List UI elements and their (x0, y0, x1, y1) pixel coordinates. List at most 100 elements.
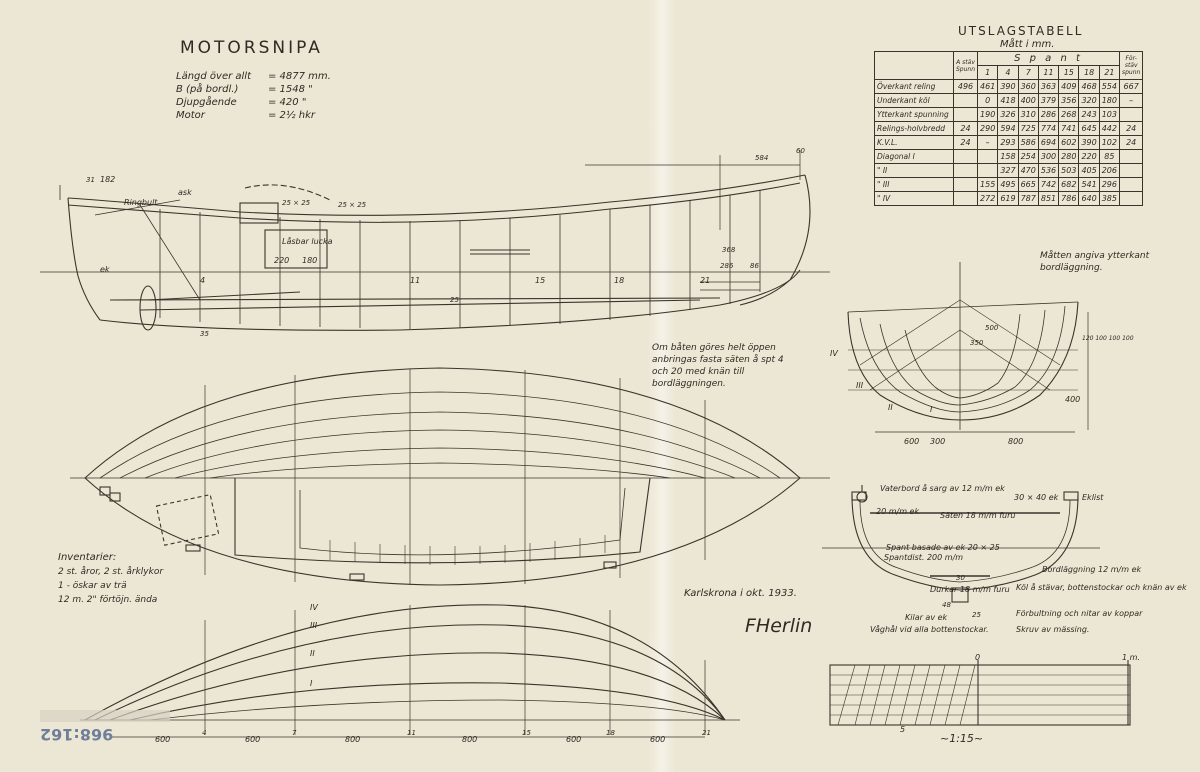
diag-station: 11 (407, 729, 416, 737)
inventory-item: 1 - öskar av trä (58, 581, 127, 591)
label-durkar: Durkar 18 m/m furu (930, 585, 1010, 594)
table-cell (1118, 163, 1144, 178)
dim-25: 25 (450, 296, 459, 304)
dim-286: 286 (720, 262, 734, 270)
signature-name: FHerlin (745, 615, 812, 637)
table-cell: 409 (1058, 79, 1080, 94)
label-spantdist: Spantdist. 200 m/m (884, 553, 963, 562)
body-plan (847, 262, 1089, 433)
table-cell: 220 (1078, 149, 1100, 164)
table-cell: 554 (1098, 79, 1121, 94)
dim-31: 31 (86, 176, 95, 184)
table-cell: 360 (1017, 79, 1039, 94)
diag-label-III: III (310, 621, 318, 630)
table-cell: 461 (977, 79, 999, 94)
table-cell: 272 (977, 191, 999, 206)
table-cell: 851 (1037, 191, 1060, 206)
frames (159, 190, 761, 329)
row-label: " II (874, 163, 954, 178)
table-cell: – (1118, 93, 1144, 108)
waterline-2 (119, 411, 761, 479)
table-cell (952, 107, 979, 122)
drawing-title: MOTORSNIPA (180, 38, 323, 58)
inventory-item: 12 m. 2" förtöjn. ända (58, 595, 158, 605)
dim-800: 800 (1008, 437, 1023, 446)
hull-section (851, 494, 1079, 591)
label-kol: Köl å stävar, bottenstockar och knän av … (1016, 582, 1187, 592)
dim-30: 30 (956, 574, 965, 582)
table-cell: 24 (1118, 121, 1144, 136)
table-cell: 190 (977, 107, 999, 122)
table-cell: 602 (1058, 135, 1080, 150)
diag-label-IV: IV (310, 603, 318, 612)
table-cell (952, 163, 979, 178)
table-cell (1118, 177, 1144, 192)
row-label: Underkant köl (874, 93, 954, 108)
station-21: 21 (700, 276, 710, 285)
scale-one: 1 m. (1122, 653, 1140, 662)
row-label: " III (874, 177, 954, 192)
dim-350: 350 (970, 339, 984, 347)
table-cell: 254 (1017, 149, 1039, 164)
scale-bar (829, 660, 1131, 726)
row-label: Diagonal I (874, 149, 954, 164)
dim-86: 86 (750, 262, 759, 270)
table-cell (952, 93, 979, 108)
seat-outline (155, 493, 220, 546)
table-cell: 379 (1037, 93, 1060, 108)
table-cell: 326 (997, 107, 1019, 122)
diagonal-view (80, 604, 740, 738)
table-cell: 682 (1058, 177, 1080, 192)
table-cell: 103 (1098, 107, 1121, 122)
table-cell: 725 (1017, 121, 1039, 136)
diag-label-I: I (310, 679, 313, 688)
diag-station: 4 (202, 729, 206, 737)
floor-line (139, 299, 701, 311)
col-header: 18 (1078, 65, 1100, 80)
dim-25x25b: 25 × 25 (338, 201, 367, 209)
dim-368: 368 (722, 246, 736, 254)
scale-zero: 0 (975, 653, 980, 662)
label-vaterbord: Vaterbord å sarg av 12 m/m ek (880, 483, 1005, 493)
signature-place: Karlskrona i okt. 1933. (684, 588, 797, 599)
dim-35: 35 (200, 330, 209, 338)
row-label: Ytterkant spunning (874, 107, 954, 122)
scale-five: 5 (900, 725, 905, 734)
table-cell: 390 (997, 79, 1019, 94)
dim-180: 180 (302, 256, 317, 265)
label-vaghal: Våghål vid alla bottenstockar. (870, 624, 989, 634)
spec-row: Längd över allt= 4877 mm. (176, 71, 331, 82)
inner-keel (109, 297, 721, 301)
table-cell: 665 (1017, 177, 1039, 192)
table-cell (952, 149, 979, 164)
spec-value: = 420 " (268, 97, 307, 108)
cleat (99, 486, 111, 496)
spec-row: Djupgående= 420 " (176, 97, 306, 108)
table-cell: 470 (1017, 163, 1039, 178)
waterline-1 (99, 391, 781, 479)
col-header: 15 (1058, 65, 1080, 80)
table-cell: 742 (1037, 177, 1060, 192)
col-first: A stäv Spunn (952, 51, 979, 80)
spec-label: Längd över allt (176, 71, 251, 82)
col-header: 11 (1037, 65, 1060, 80)
label-forbultning: Förbultning och nitar av koppar (1016, 609, 1143, 618)
profile-view (40, 150, 830, 331)
table-cell: 296 (1098, 177, 1121, 192)
body-diag-II: II (888, 403, 893, 412)
label-eklist: Eklist (1082, 493, 1104, 502)
inventory-item: 2 st. åror, 2 st. årklykor (58, 567, 164, 577)
table-cell (952, 177, 979, 192)
keel-line (99, 269, 801, 331)
label-list: 30 × 40 ek (1014, 493, 1059, 502)
spec-row: Motor= 2½ hkr (176, 110, 315, 121)
body-diag-III: III (856, 381, 864, 390)
body-diag-I: I (930, 405, 933, 414)
table-cell (977, 149, 999, 164)
dim-182: 182 (100, 175, 115, 184)
label-saten: Säten 18 m/m furu (940, 511, 1015, 520)
diagonal-III (94, 624, 726, 721)
